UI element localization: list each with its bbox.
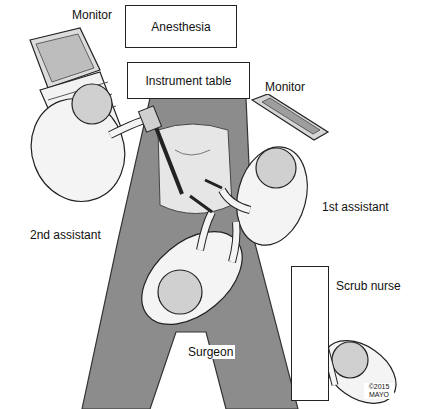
skin-fold [175, 150, 210, 155]
right-monitor [252, 94, 328, 140]
abdomen [158, 124, 232, 214]
role-label: 2nd assistant [28, 228, 103, 242]
surgeon-figure [124, 196, 259, 343]
node-label: Instrument table [145, 74, 231, 88]
role-label: 1st assistant [320, 200, 391, 214]
second-assistant-figure [17, 84, 182, 215]
role-label: Surgeon [186, 345, 235, 359]
copyright-note: ©2015 MAYO [364, 383, 394, 399]
role-label: Monitor [70, 8, 114, 22]
node-label: Scrub nurse [334, 279, 403, 293]
role-label: Monitor [263, 80, 307, 94]
equipment-box: Anesthesia [125, 5, 237, 48]
scrub-table: Scrub nurse [291, 266, 329, 401]
equipment-box: Instrument table [127, 62, 250, 99]
node-label: Anesthesia [151, 20, 210, 34]
